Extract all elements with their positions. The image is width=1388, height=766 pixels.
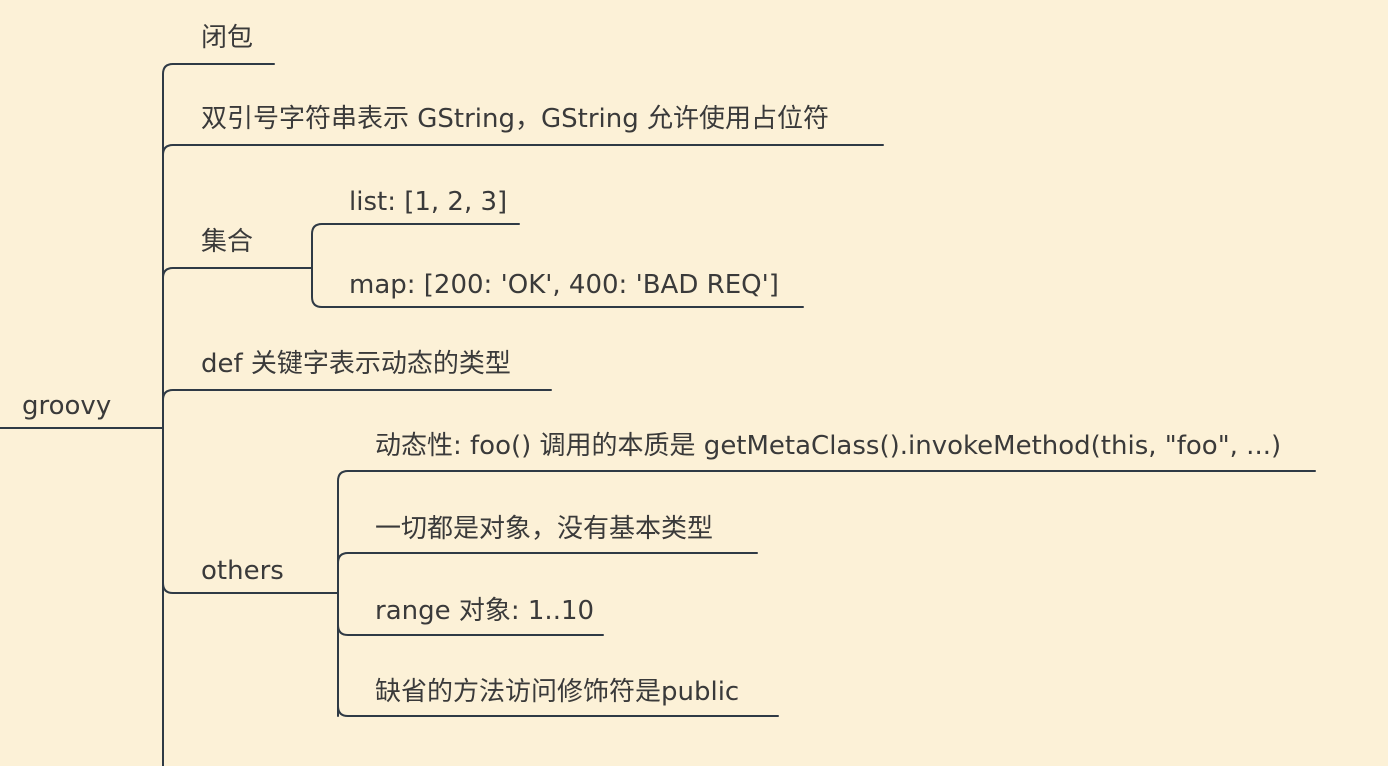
branch-node-others[interactable]: others xyxy=(201,556,284,586)
sub-spine-others xyxy=(337,470,1316,717)
main-spine xyxy=(162,63,174,766)
branch-connector xyxy=(162,267,313,279)
leaf-node-default-public[interactable]: 缺省的方法访问修饰符是public xyxy=(375,677,740,707)
branch-node-def[interactable]: def 关键字表示动态的类型 xyxy=(201,349,511,379)
branch-connector xyxy=(162,582,339,594)
root-node[interactable]: groovy xyxy=(22,391,112,421)
branch-node-closure[interactable]: 闭包 xyxy=(201,23,254,53)
sub-connector xyxy=(311,267,804,308)
sub-spine-collections xyxy=(311,223,520,269)
sub-connector xyxy=(337,624,604,636)
leaf-node-map[interactable]: map: [200: 'OK', 400: 'BAD REQ'] xyxy=(349,270,779,300)
leaf-node-dynamic[interactable]: 动态性: foo() 调用的本质是 getMetaClass().invokeM… xyxy=(375,431,1282,461)
leaf-node-list[interactable]: list: [1, 2, 3] xyxy=(349,187,508,217)
leaf-node-range[interactable]: range 对象: 1..10 xyxy=(375,596,595,626)
branch-node-gstring[interactable]: 双引号字符串表示 GString，GString 允许使用占位符 xyxy=(201,104,830,134)
leaf-node-everything-object[interactable]: 一切都是对象，没有基本类型 xyxy=(375,514,714,544)
sub-connector xyxy=(337,705,779,717)
branch-connector xyxy=(162,389,552,401)
branch-connector xyxy=(162,144,884,156)
sub-connector xyxy=(337,552,758,564)
branch-node-collections[interactable]: 集合 xyxy=(201,227,254,257)
